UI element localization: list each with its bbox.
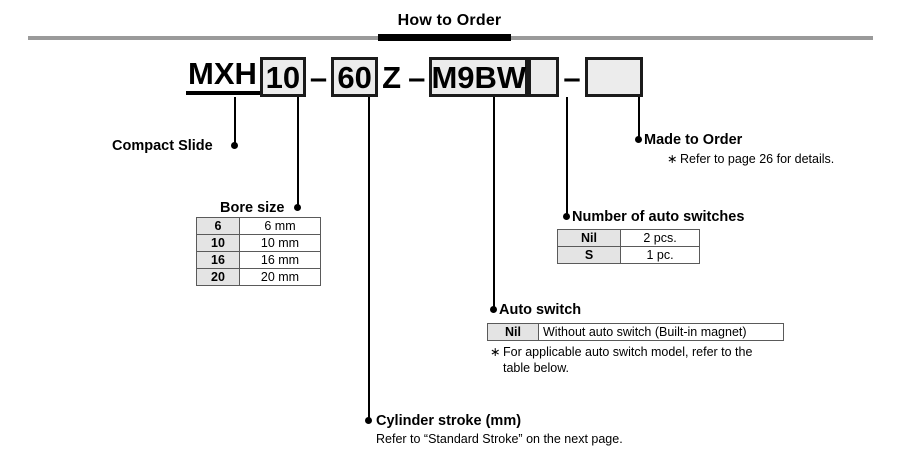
leader-dot-number-of-auto-switches (563, 213, 570, 220)
callout-made-to-order-note-star: ∗ (667, 152, 678, 166)
part-number-series: MXH (186, 56, 260, 95)
leader-dot-compact-slide (231, 142, 238, 149)
callout-compact-slide-title: Compact Slide (112, 138, 213, 154)
switch-qty-desc: 1 pc. (620, 246, 700, 264)
table-row: S 1 pc. (557, 246, 700, 264)
part-number-made-to-order-box[interactable] (584, 57, 643, 97)
leader-line-made-to-order (638, 97, 640, 139)
leader-line-number-of-auto-switches (566, 97, 568, 216)
callout-auto-switch-note-line2: table below. (503, 361, 570, 375)
part-number-stroke-suffix: Z (382, 59, 402, 95)
bore-size-code: 10 (196, 234, 240, 252)
callout-made-to-order-note: Refer to page 26 for details. (680, 152, 835, 166)
part-number-auto-switch-box[interactable]: M9BW (429, 57, 529, 97)
callout-auto-switch-note-star: ∗ (490, 345, 501, 359)
callout-number-of-auto-switches-title: Number of auto switches (572, 209, 745, 225)
table-row: 16 16 mm (196, 251, 321, 269)
auto-switch-desc: Without auto switch (Built-in magnet) (538, 323, 784, 341)
table-row: 10 10 mm (196, 234, 321, 252)
bore-size-table: 6 6 mm 10 10 mm 16 16 mm 20 20 mm (196, 217, 321, 286)
switch-qty-desc: 2 pcs. (620, 229, 700, 247)
table-row: 6 6 mm (196, 217, 321, 235)
part-number-string: MXH 10 – 60 Z – M9BW – (186, 56, 643, 97)
bore-size-desc: 16 mm (239, 251, 321, 269)
leader-line-cylinder-stroke (368, 97, 370, 420)
leader-line-auto-switch (493, 97, 495, 309)
part-number-switch-qty-box[interactable] (528, 57, 560, 97)
auto-switch-code: Nil (487, 323, 539, 341)
page-title: How to Order (397, 12, 502, 29)
leader-dot-auto-switch (490, 306, 497, 313)
callout-cylinder-stroke-title: Cylinder stroke (mm) (376, 413, 522, 429)
table-row: Nil 2 pcs. (557, 229, 700, 247)
bore-size-code: 16 (196, 251, 240, 269)
number-of-auto-switches-table: Nil 2 pcs. S 1 pc. (557, 229, 700, 264)
leader-dot-bore-size (294, 204, 301, 211)
leader-line-bore-size (297, 97, 299, 207)
switch-qty-code: Nil (557, 229, 621, 247)
callout-bore-size-title: Bore size (220, 200, 285, 216)
auto-switch-table: Nil Without auto switch (Built-in magnet… (487, 323, 784, 341)
leader-line-compact-slide (234, 97, 236, 145)
bore-size-desc: 6 mm (239, 217, 321, 235)
table-row: 20 20 mm (196, 268, 321, 286)
callout-auto-switch-note-line1: For applicable auto switch model, refer … (503, 345, 753, 359)
part-number-bore-box[interactable]: 10 (259, 57, 306, 97)
bore-size-desc: 20 mm (239, 268, 321, 286)
switch-qty-code: S (557, 246, 621, 264)
bore-size-desc: 10 mm (239, 234, 321, 252)
bore-size-code: 20 (196, 268, 240, 286)
bore-size-code: 6 (196, 217, 240, 235)
callout-auto-switch-title: Auto switch (499, 302, 582, 318)
part-number-stroke-box[interactable]: 60 (331, 57, 379, 97)
table-row: Nil Without auto switch (Built-in magnet… (487, 323, 784, 341)
page-header: How to Order (0, 0, 899, 42)
part-number-dash-3: – (563, 59, 581, 95)
header-rule-black (378, 34, 511, 41)
leader-dot-cylinder-stroke (365, 417, 372, 424)
leader-dot-made-to-order (635, 136, 642, 143)
callout-made-to-order-title: Made to Order (644, 132, 743, 148)
part-number-dash-2: – (408, 59, 426, 95)
part-number-dash-1: – (309, 59, 328, 95)
callout-cylinder-stroke-note: Refer to “Standard Stroke” on the next p… (376, 432, 623, 446)
